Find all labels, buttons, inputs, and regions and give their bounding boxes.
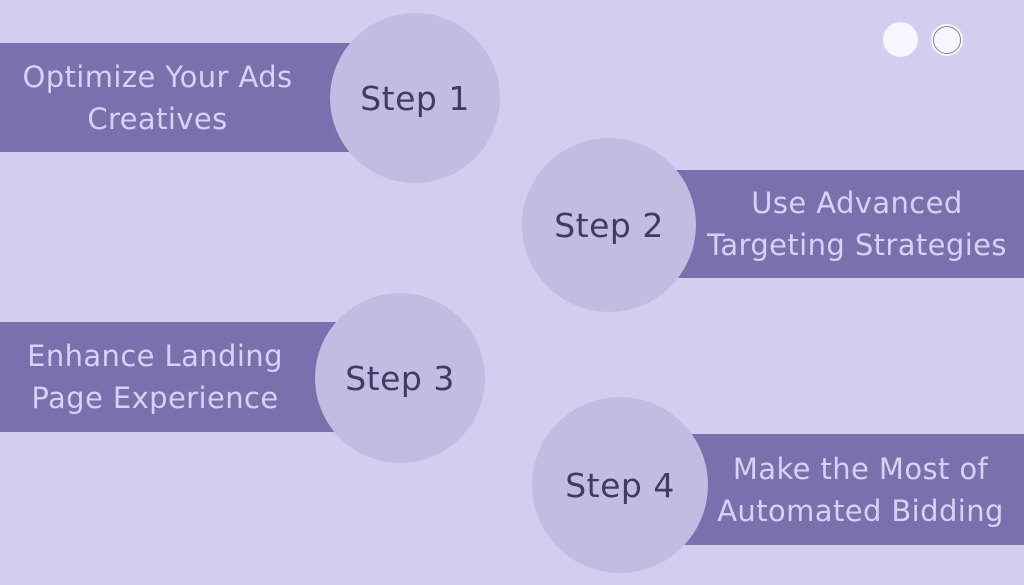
step-1-title: Optimize Your Ads Creatives: [0, 43, 315, 152]
step-2-title-line-2: Targeting Strategies: [707, 228, 1007, 262]
step-2-title-line-1: Use Advanced: [751, 186, 963, 220]
step-1-circle: Step 1: [330, 13, 500, 183]
step-1-title-line-1: Optimize Your Ads: [22, 59, 293, 94]
step-4-title-line-2: Automated Bidding: [717, 493, 1004, 528]
ring-dot-icon: [931, 24, 963, 56]
step-3-title-line-1: Enhance Landing: [27, 339, 283, 373]
ring-dot-inner-circle: [933, 26, 961, 54]
step-4-label: Step 4: [565, 465, 675, 505]
step-1-label: Step 1: [360, 78, 470, 118]
step-3-title: Enhance Landing Page Experience: [0, 322, 310, 432]
step-2-label: Step 2: [554, 205, 664, 245]
step-1-title-line-2: Creatives: [87, 101, 228, 136]
step-3-circle: Step 3: [315, 293, 485, 463]
solid-dot-icon: [883, 22, 918, 57]
step-4-circle: Step 4: [532, 397, 708, 573]
step-4-title: Make the Most of Automated Bidding: [697, 434, 1024, 545]
step-2-circle: Step 2: [522, 138, 696, 312]
step-3-label: Step 3: [345, 358, 455, 398]
step-2-title: Use Advanced Targeting Strategies: [690, 170, 1024, 278]
step-4-title-line-1: Make the Most of: [732, 451, 989, 486]
step-3-title-line-2: Page Experience: [31, 381, 279, 415]
